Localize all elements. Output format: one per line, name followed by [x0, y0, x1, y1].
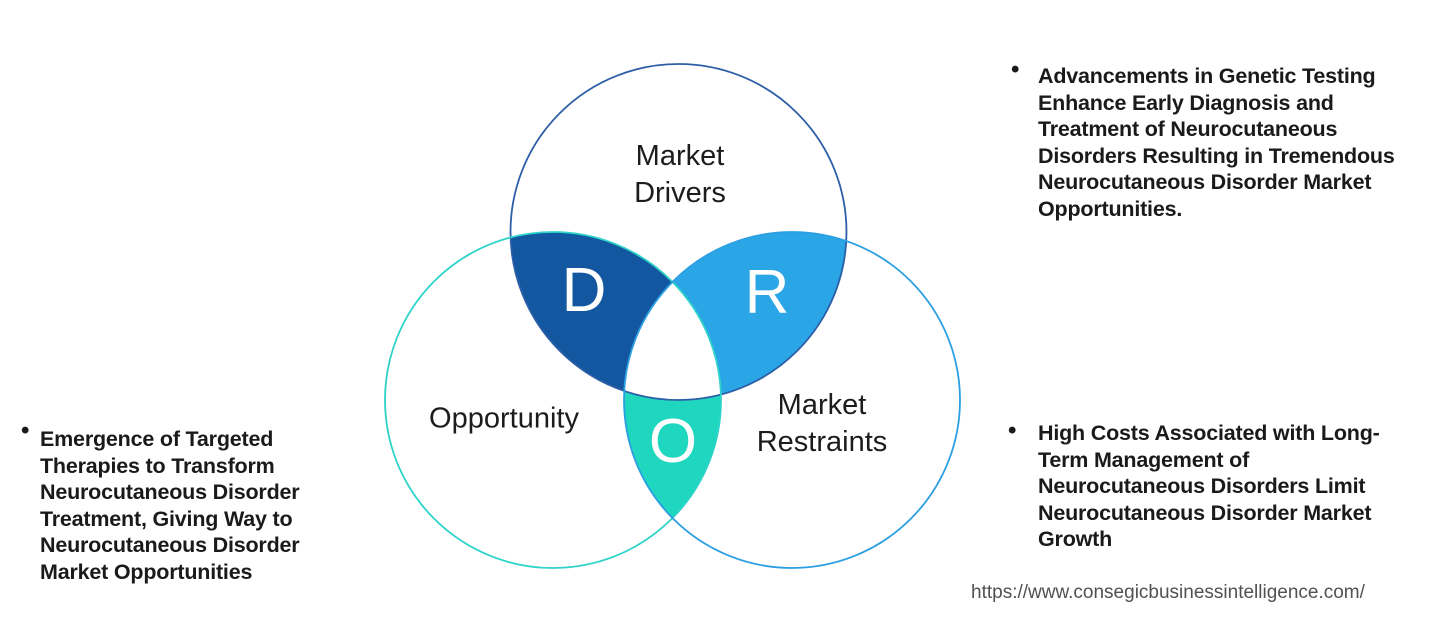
restraints-letter: R: [744, 258, 790, 327]
drivers-opportunity-intersection: [510, 232, 721, 400]
restraints-circle-outline: [623, 231, 961, 569]
right-bottom-bullet-text: High Costs Associated with Long- Term Ma…: [1038, 421, 1380, 551]
left-bullet-text: Emergence of Targeted Therapies to Trans…: [40, 427, 300, 584]
drivers-letter: D: [561, 256, 607, 325]
opportunity-label: Opportunity: [429, 402, 579, 435]
drivers-restraints-intersection: [624, 232, 847, 400]
drivers-label: Market Drivers: [634, 140, 726, 209]
opportunity-circle-outline: [384, 231, 722, 569]
bullet-marker-icon: •: [1011, 56, 1020, 83]
opportunity-letter: O: [648, 407, 698, 476]
bullet-marker-icon: •: [21, 417, 30, 444]
restraints-label: Market Restraints: [756, 389, 888, 458]
source-url: https://www.consegicbusinessintelligence…: [971, 582, 1365, 603]
drivers-circle-outline: [509, 63, 848, 401]
bullet-marker-icon: •: [1008, 417, 1017, 444]
right-top-bullet-text: Advancements in Genetic Testing Enhance …: [1038, 64, 1395, 221]
